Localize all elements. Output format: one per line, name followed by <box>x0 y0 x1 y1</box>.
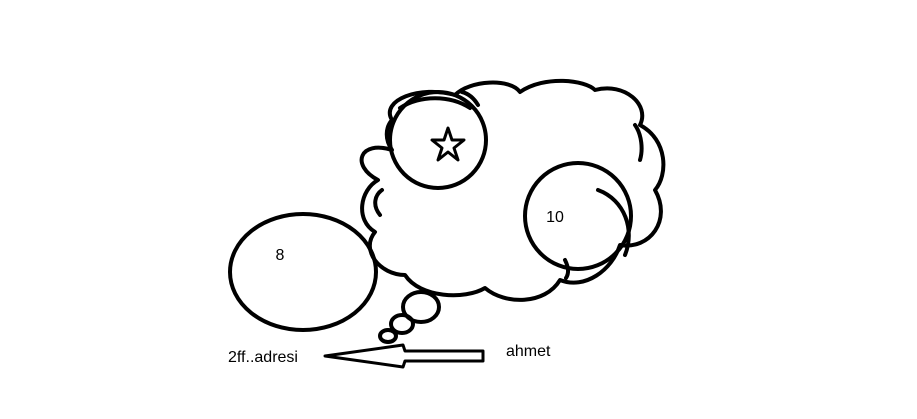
node-circle-10 <box>523 161 633 280</box>
star-circle <box>388 90 488 190</box>
thought-cloud <box>359 78 666 302</box>
thought-trail <box>378 290 441 344</box>
label-source: ahmet <box>506 343 551 360</box>
star-icon <box>430 126 466 162</box>
label-10: 10 <box>546 209 564 226</box>
arrow-left <box>323 343 485 369</box>
label-target: 2ff..adresi <box>228 349 298 366</box>
label-8: 8 <box>276 247 285 264</box>
node-ellipse-8 <box>228 212 378 332</box>
